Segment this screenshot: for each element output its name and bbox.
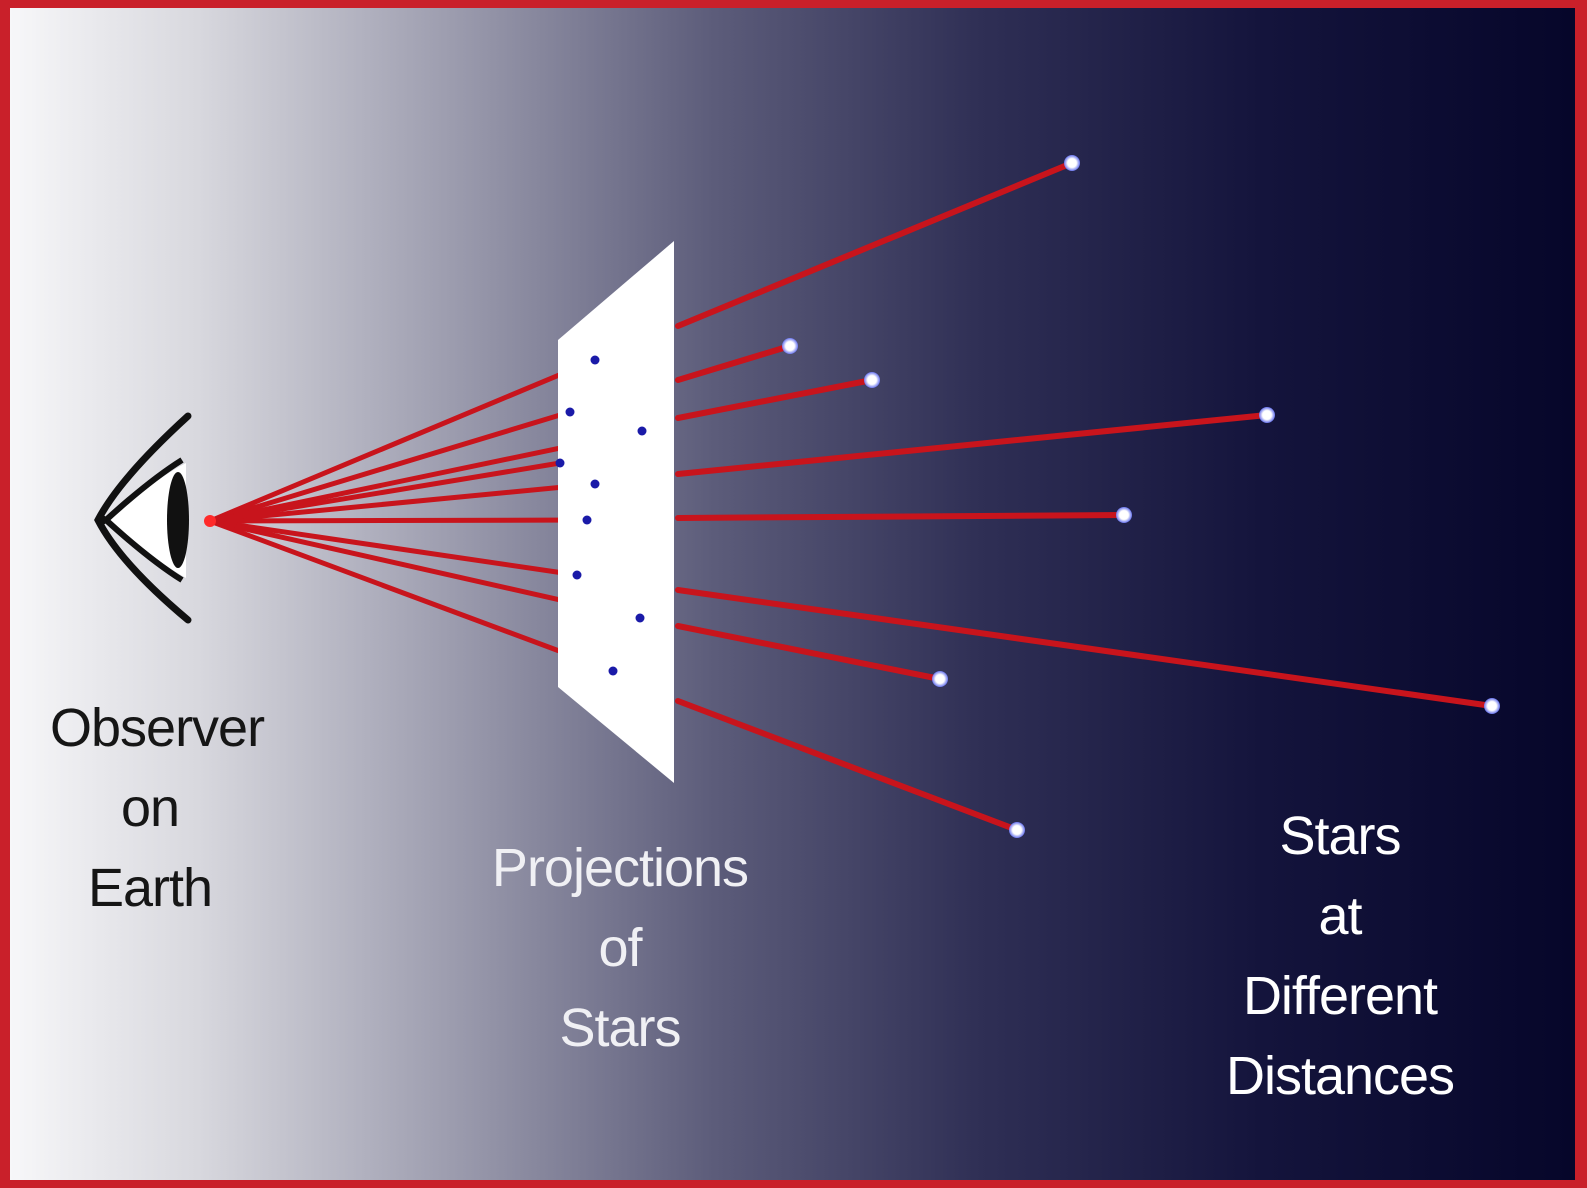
sight-line-near	[207, 518, 616, 674]
sight-line-far	[675, 698, 1020, 833]
star-dot	[932, 671, 948, 687]
star-dot	[1259, 407, 1275, 423]
projected-star-dot	[565, 407, 575, 417]
projected-star-dot	[590, 479, 600, 489]
projections-label-line: Stars	[559, 998, 681, 1058]
observer-label-line: on	[120, 778, 180, 838]
star-dot	[1009, 822, 1025, 838]
projected-star-dot	[637, 426, 647, 436]
projected-star-dot	[635, 613, 645, 623]
sight-line-near	[207, 481, 598, 524]
stars-label-line: at	[1318, 886, 1362, 946]
projections-label-line: Projections	[491, 838, 749, 898]
sight-line-far	[675, 623, 943, 682]
sight-line-far	[675, 512, 1127, 521]
projected-star-dot	[590, 355, 600, 365]
projected-star-dot	[608, 666, 618, 676]
sight-line-near	[207, 517, 590, 524]
stars-label-line: Stars	[1279, 806, 1401, 866]
sight-line-near	[207, 460, 563, 524]
sight-line-far	[675, 587, 1495, 709]
projection-plane	[558, 241, 674, 783]
sight-line-far	[675, 377, 875, 421]
focus-point	[204, 515, 216, 527]
eye-icon	[94, 412, 192, 624]
star-dot	[782, 338, 798, 354]
sight-line-far	[675, 343, 793, 383]
projections-label-line: of	[598, 918, 642, 978]
star-dot	[1116, 507, 1132, 523]
stars-label-line: Different Distances	[1225, 966, 1455, 1106]
projected-stars	[555, 355, 647, 676]
sight-line-far	[675, 412, 1270, 477]
observer-label-line: Earth	[87, 858, 213, 918]
star-dot	[1484, 698, 1500, 714]
projected-star-dot	[572, 570, 582, 580]
projected-star-dot	[555, 458, 565, 468]
projections-label: Projections of Stars	[480, 828, 760, 1068]
star-dot	[1064, 155, 1080, 171]
observer-label: Observer on Earth	[50, 688, 265, 928]
sight-line-near	[207, 357, 598, 524]
projection-diagram	[94, 155, 1500, 838]
sight-line-far	[675, 160, 1075, 329]
sight-lines-far	[675, 160, 1495, 833]
observer-label-line: Observer	[50, 698, 265, 758]
stars-label: Stars at Different Distances	[1130, 796, 1550, 1116]
projected-star-dot	[582, 515, 592, 525]
star-dot	[864, 372, 880, 388]
sight-line-near	[207, 409, 573, 524]
stars-group	[782, 155, 1500, 838]
sight-line-near	[207, 518, 580, 578]
